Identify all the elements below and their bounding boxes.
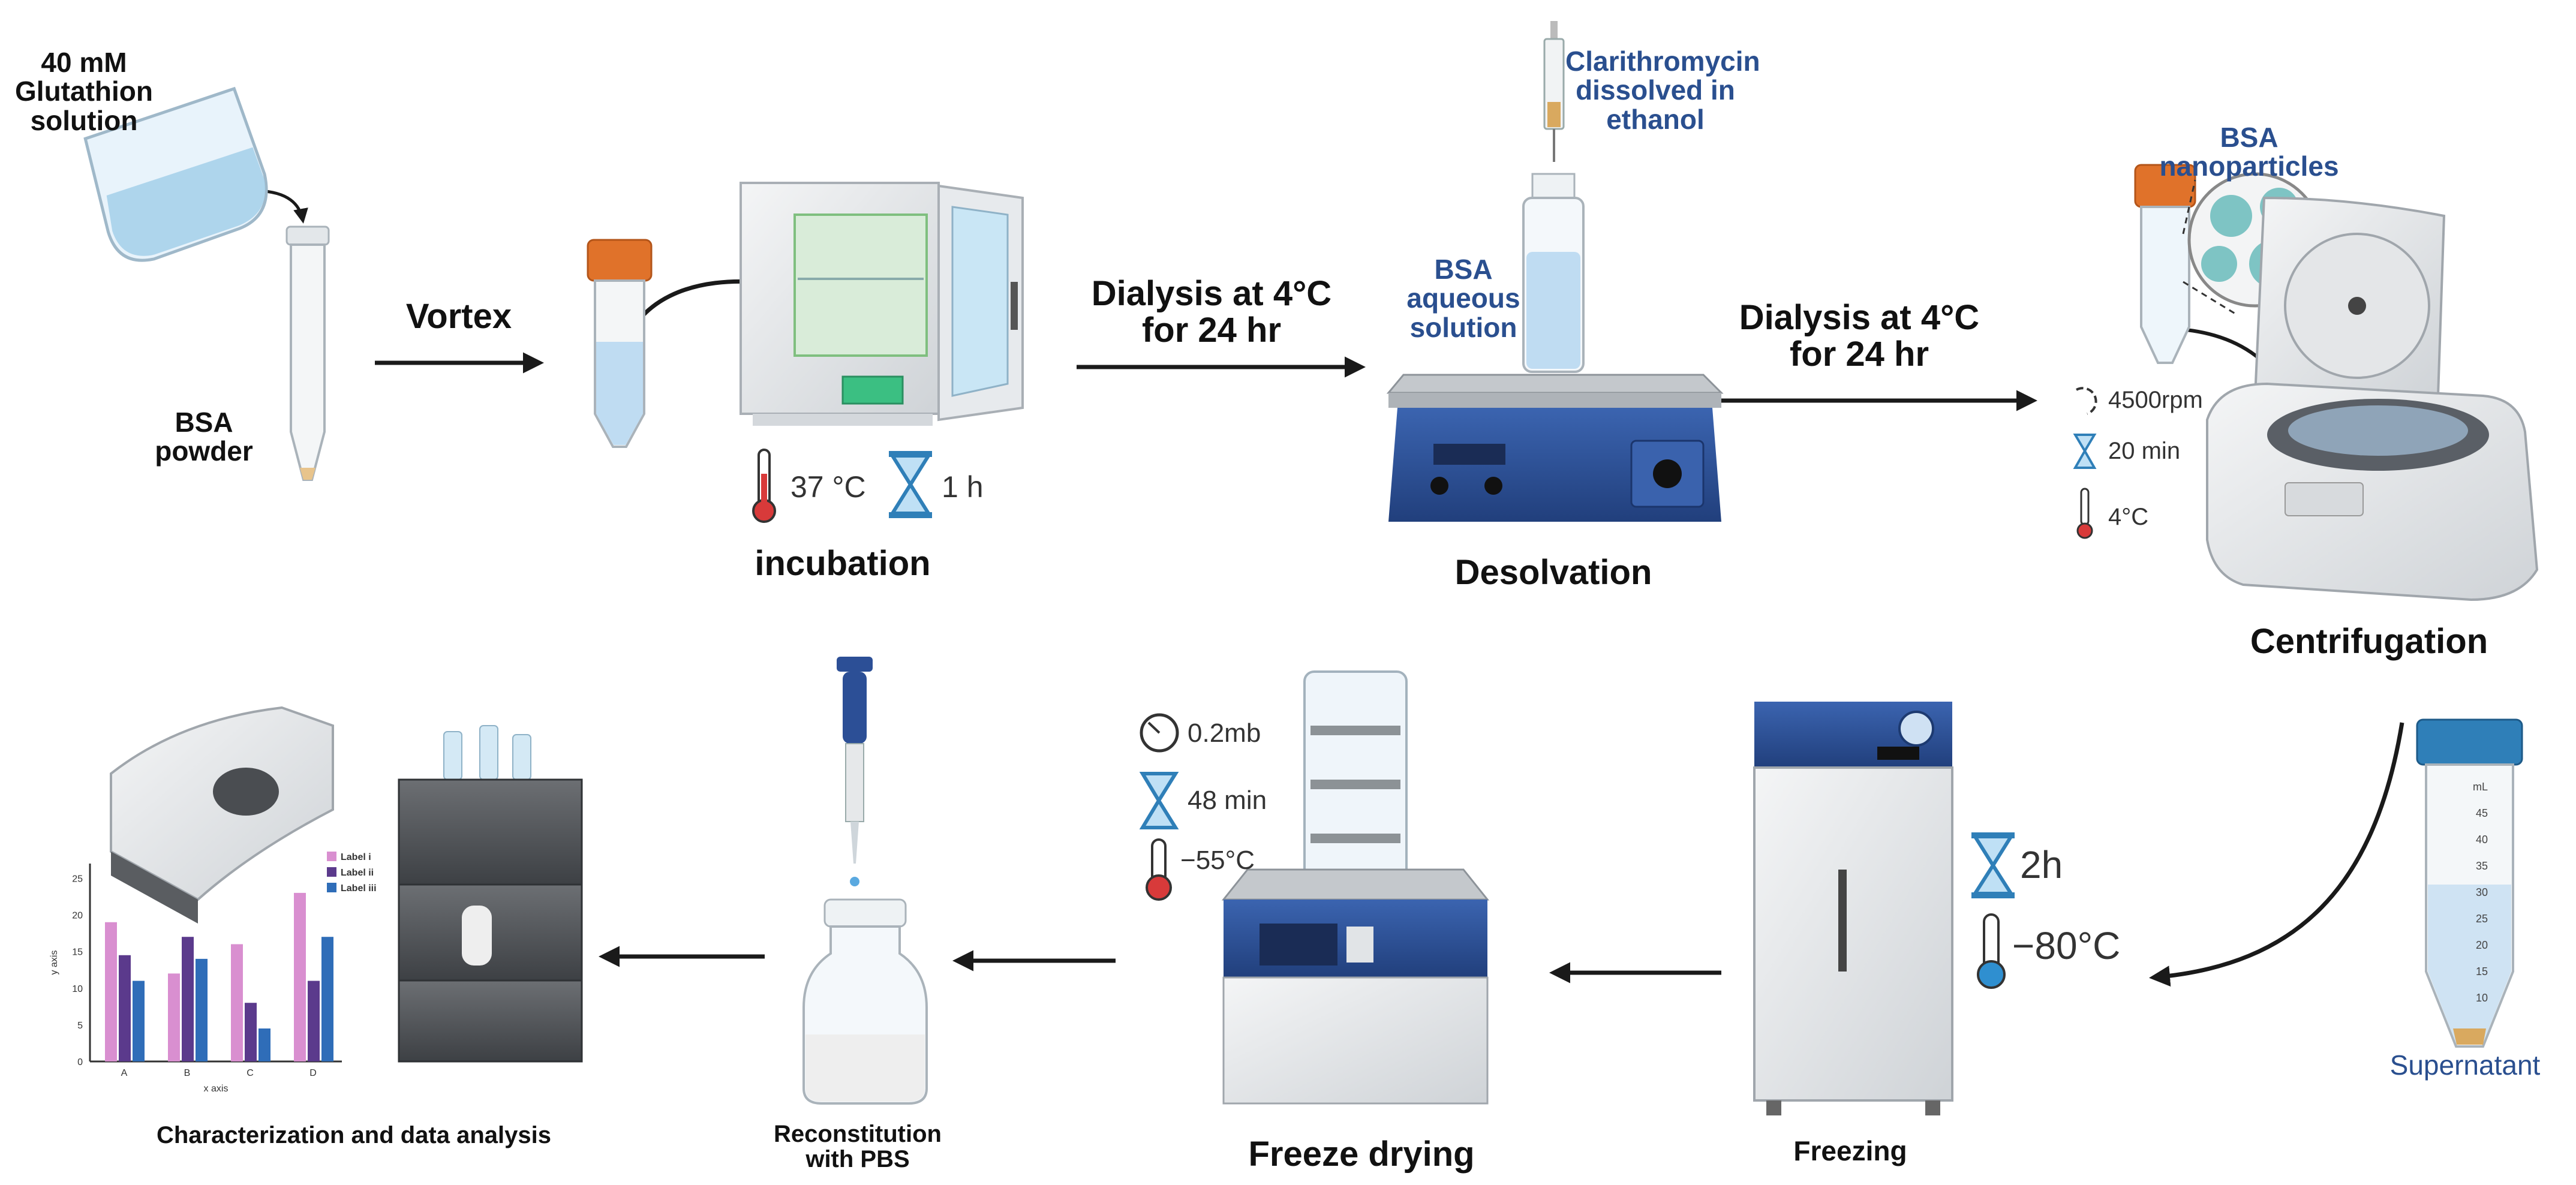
- chart-y-tick-label: 20: [72, 911, 83, 921]
- pipette: [837, 657, 873, 886]
- chart-x-axis-label: x axis: [204, 1084, 229, 1094]
- chart-y-tick-label: 10: [72, 984, 83, 994]
- chart-legend-label: Label iii: [341, 883, 377, 894]
- hot-plate-stirrer: [1386, 374, 1724, 522]
- chart-x-tick-label: A: [121, 1068, 128, 1078]
- chart-legend-swatch: [327, 852, 336, 861]
- chart-y-axis-label: y axis: [49, 951, 59, 975]
- condition-icons: [752, 387, 2097, 989]
- spectrometer: [110, 706, 334, 924]
- freeze-dryer: [1221, 670, 1490, 1105]
- beaker: [83, 86, 268, 262]
- thermometer-icon: [2076, 488, 2093, 539]
- hourglass-icon: [1139, 772, 1179, 829]
- characterization-title: Characterization and data analysis: [156, 1122, 551, 1148]
- freeze-drying-temp: −55°C: [1180, 846, 1255, 875]
- chart-x-tick-label: D: [309, 1068, 317, 1078]
- gauge-icon: [1140, 713, 1179, 753]
- thermometer-icon: [752, 449, 776, 523]
- chart-bar: [258, 1028, 270, 1061]
- chart-bar: [308, 981, 320, 1061]
- incubation-temp: 37 °C: [790, 470, 866, 504]
- desolvation-title: Desolvation: [1454, 553, 1652, 592]
- centrifugation-time: 20 min: [2108, 438, 2181, 464]
- rotation-icon: [2076, 387, 2097, 415]
- pbs-bottle: [802, 898, 928, 1105]
- freeze-drying-time: 48 min: [1188, 786, 1267, 815]
- chart-bar: [133, 981, 145, 1061]
- chart-bar: [119, 955, 131, 1061]
- freezing-time: 2h: [2020, 843, 2063, 886]
- bsa-tube: [285, 225, 330, 481]
- chart-x-tick-label: C: [247, 1068, 254, 1078]
- supernatant-tube: [2416, 718, 2523, 1048]
- thermometer-icon: [1977, 913, 2006, 989]
- freeze-drying-title: Freeze drying: [1248, 1135, 1475, 1174]
- chart-bar: [182, 937, 194, 1061]
- supernatant-label: Supernatant: [2389, 1049, 2541, 1081]
- bar-chart: 0 5 10 15 20 25A B C Dx axis y axis Label i Label i…: [49, 852, 377, 1094]
- centrifugation-speed: 4500rpm: [2108, 387, 2203, 413]
- incubation-time: 1 h: [942, 470, 984, 504]
- chart-bar: [245, 1003, 257, 1061]
- centrifuge: [2206, 196, 2539, 601]
- chart-bar: [294, 892, 306, 1061]
- chart-x-tick-label: B: [184, 1068, 191, 1078]
- centrifugation-title: Centrifugation: [2250, 622, 2488, 661]
- freezing-temp: −80°C: [2012, 924, 2121, 967]
- orange-cap-tube-1: [587, 239, 653, 448]
- chart-bar: [168, 973, 180, 1061]
- chart-legend-swatch: [327, 883, 336, 892]
- vial: [1522, 173, 1585, 373]
- chart-y-tick-label: 15: [72, 948, 83, 958]
- syringe: [1543, 21, 1565, 162]
- chart-bar: [231, 944, 243, 1061]
- incubator: [740, 182, 1024, 426]
- vortex-label: Vortex: [405, 297, 512, 336]
- orange-cap-tube-2: [2134, 164, 2196, 364]
- thermometer-icon: [1146, 838, 1172, 901]
- hourglass-icon: [889, 451, 932, 518]
- freezer: [1753, 702, 1953, 1115]
- chart-legend-swatch: [327, 867, 336, 877]
- centrifugation-temp: 4°C: [2108, 504, 2149, 530]
- incubation-title: incubation: [755, 544, 931, 583]
- hplc-instrument: [398, 725, 583, 1063]
- freezing-title: Freezing: [1793, 1135, 1907, 1166]
- tube-scale: mL 45 40 35 30 25 20 15 10: [2472, 781, 2488, 1004]
- chart-y-tick-label: 25: [72, 874, 83, 884]
- chart-bar: [105, 922, 117, 1061]
- arrow-supernatant: [2149, 722, 2404, 987]
- chart-bar: [196, 958, 208, 1061]
- chart-bar: [321, 937, 333, 1061]
- chart-legend-label: Label i: [341, 852, 371, 862]
- freeze-drying-pressure: 0.2mb: [1188, 718, 1261, 748]
- chart-y-tick-label: 5: [77, 1021, 83, 1031]
- chart-y-tick-label: 0: [77, 1057, 83, 1067]
- hourglass-icon: [2073, 434, 2097, 469]
- chart-legend-label: Label ii: [341, 868, 374, 878]
- hourglass-icon: [1971, 832, 2015, 898]
